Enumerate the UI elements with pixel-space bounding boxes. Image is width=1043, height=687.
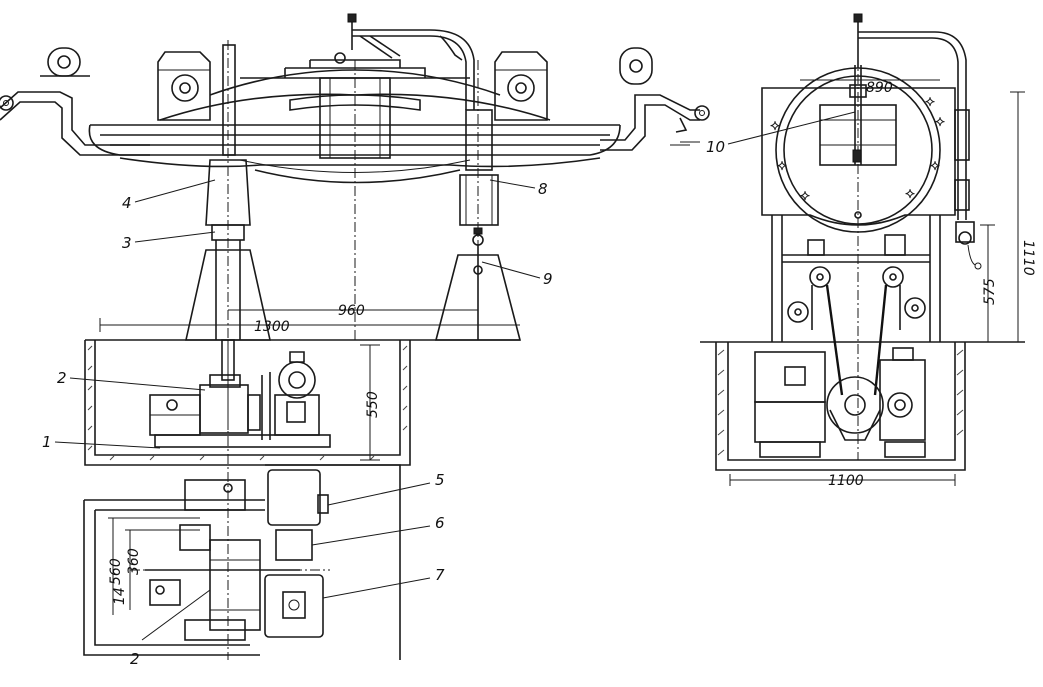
dimension-labels: 960 1300 550 560 360 14 890 1110 575 110… — [108, 80, 1036, 605]
side-view: ✦ ✦ ✦ ✦ ✦ ✦ ✦ — [670, 13, 1025, 486]
dim-550: 550 — [365, 391, 381, 418]
left-pipe-arm — [0, 47, 150, 156]
svg-text:✦: ✦ — [905, 187, 915, 201]
callout-2-plan: 2 — [130, 650, 140, 668]
svg-text:✦: ✦ — [770, 119, 780, 133]
main-beam — [88, 124, 621, 168]
dimension-lines-front — [99, 309, 520, 615]
callout-7: 7 — [435, 566, 445, 584]
dim-1100: 1100 — [828, 473, 864, 489]
dim-360: 360 — [126, 548, 142, 575]
right-pipe-arm — [600, 47, 710, 151]
foundation-pit — [84, 340, 411, 466]
callout-9: 9 — [543, 270, 553, 288]
callout-8: 8 — [538, 180, 548, 198]
svg-text:✦: ✦ — [935, 115, 945, 129]
dim-890: 890 — [866, 80, 893, 96]
dim-14: 14 — [112, 587, 128, 605]
dimension-lines-side — [729, 79, 1025, 486]
plan-view-drive — [83, 464, 401, 660]
callout-4: 4 — [122, 194, 132, 212]
leader-lines-front — [54, 179, 541, 641]
dim-560: 560 — [108, 558, 124, 585]
dim-1300: 1300 — [254, 319, 290, 335]
part-callouts: 1 2 3 4 5 6 7 8 9 10 2 — [42, 138, 725, 668]
frame-legs — [771, 215, 941, 396]
left-support-block — [157, 51, 211, 121]
svg-text:✦: ✦ — [800, 189, 810, 203]
leader-line-10 — [727, 111, 856, 145]
left-column — [185, 44, 271, 430]
drive-unit — [149, 351, 331, 448]
drum-housing: ✦ ✦ ✦ ✦ ✦ ✦ ✦ — [761, 13, 982, 270]
carousel-body — [159, 13, 551, 184]
front-view — [0, 13, 710, 660]
svg-text:✦: ✦ — [930, 159, 940, 173]
dim-1110: 1110 — [1020, 240, 1036, 276]
callout-2: 2 — [57, 369, 67, 387]
callout-10: 10 — [706, 138, 725, 156]
callout-6: 6 — [435, 514, 445, 532]
side-pit — [715, 342, 966, 471]
svg-text:✦: ✦ — [925, 95, 935, 109]
section-mark — [670, 141, 700, 146]
callout-3: 3 — [122, 234, 132, 252]
right-support-block — [494, 51, 548, 121]
callout-5: 5 — [435, 471, 445, 489]
dim-960: 960 — [338, 303, 365, 319]
callout-1: 1 — [42, 433, 52, 451]
right-column — [434, 109, 522, 341]
dim-575: 575 — [982, 278, 998, 305]
svg-text:✦: ✦ — [777, 159, 787, 173]
